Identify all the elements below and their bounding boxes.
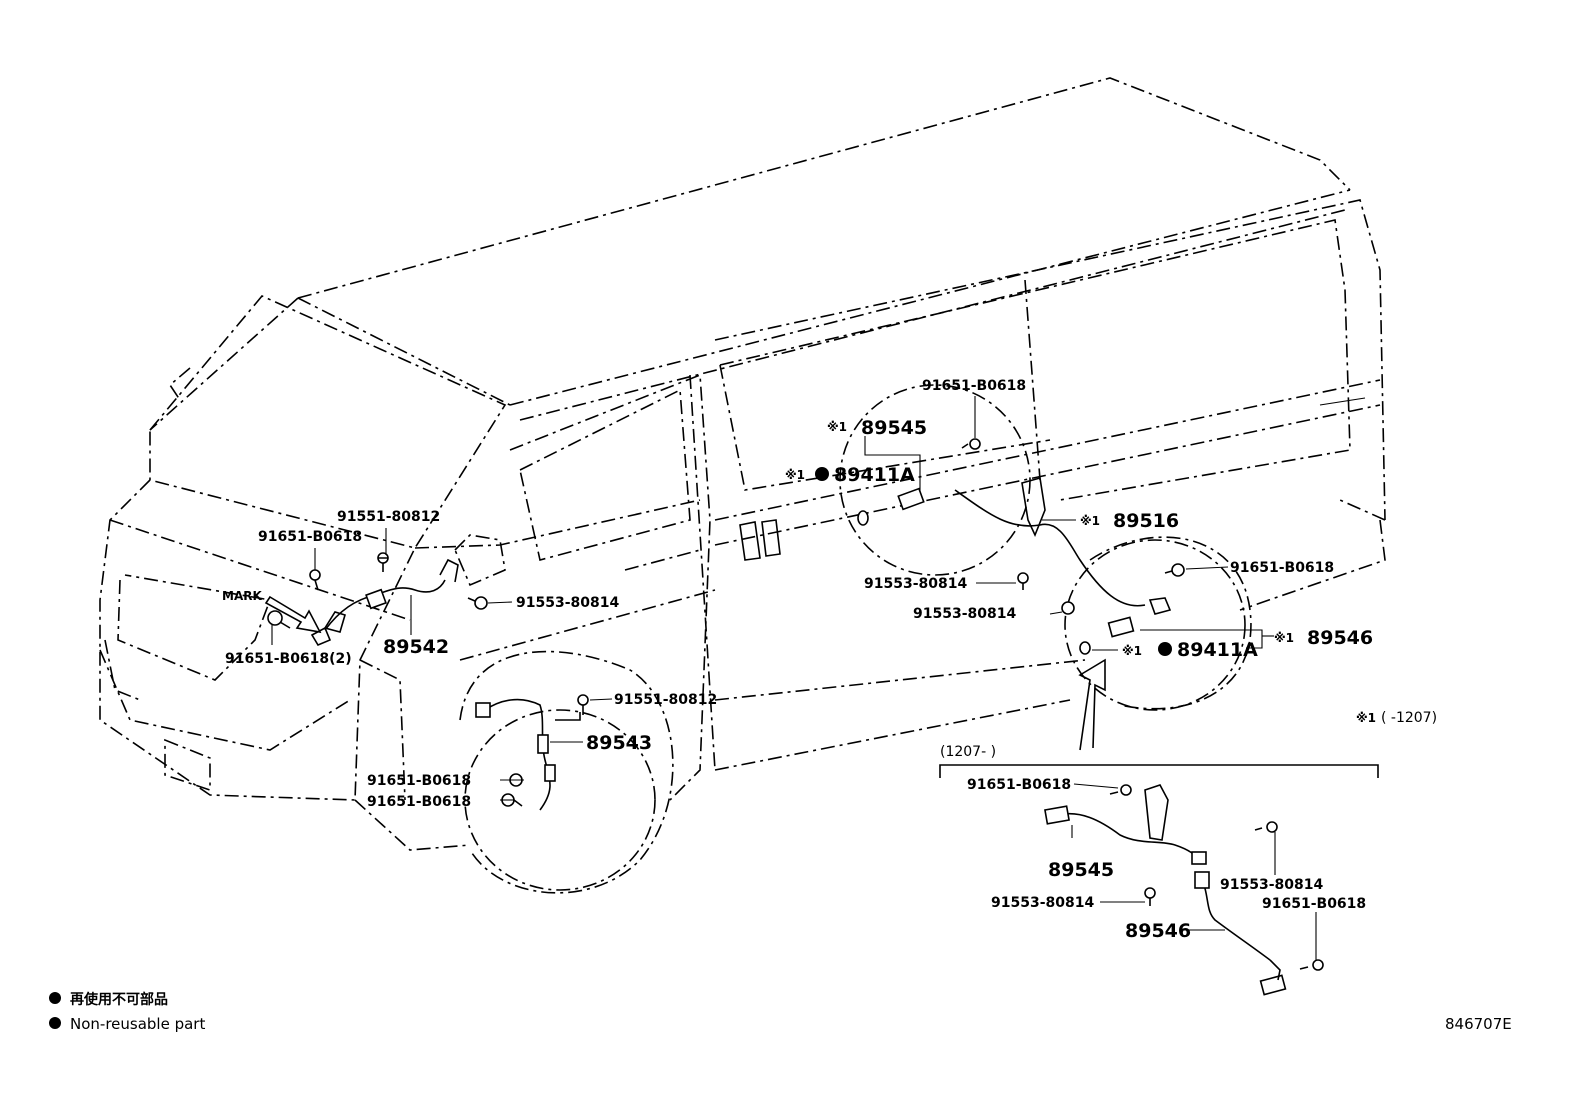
- label-89546-top: 89546: [1307, 627, 1373, 649]
- label-91651-front-lower-a: 91651-B0618: [367, 773, 471, 789]
- front-clip-parts: [267, 552, 488, 629]
- inset-title: (1207- ): [940, 744, 996, 760]
- non-reusable-dot-right: [1158, 642, 1172, 656]
- label-mark: MARK: [222, 589, 262, 603]
- label-91651-rear-top: 91651-B0618: [922, 378, 1026, 394]
- label-91553-rear-a: 91553-80814: [864, 576, 967, 592]
- label-91651-front-2: 91651-B0618(2): [225, 651, 352, 667]
- footnote-mark: ※1: [1356, 711, 1376, 725]
- label-inset-89546: 89546: [1125, 920, 1191, 942]
- part-labels: 91651-B0618 91551-80812 MARK 91553-80814…: [222, 378, 1437, 942]
- van-body-outline: [99, 77, 1386, 851]
- rear-callout-arrow: [1078, 658, 1106, 751]
- label-inset-91553-right: 91553-80814: [1220, 877, 1323, 893]
- note-mark-89411A-right: ※1: [1122, 644, 1142, 658]
- non-reusable-dot-left: [815, 467, 829, 481]
- legend-dot-english: [49, 1017, 61, 1029]
- leader-lines: [271, 396, 1317, 960]
- label-inset-91651-right: 91651-B0618: [1262, 896, 1366, 912]
- front-right-sensor-harness: [310, 558, 459, 647]
- legend: 再使用不可部品 Non-reusable part: [49, 991, 205, 1033]
- rear-sensor-harness: [857, 438, 1185, 655]
- label-91651-front-upper: 91651-B0618: [258, 529, 362, 545]
- label-91553-front: 91553-80814: [516, 595, 619, 611]
- inset-harness: [1044, 784, 1324, 996]
- label-inset-91553-left: 91553-80814: [991, 895, 1094, 911]
- inset-bracket: [939, 764, 1379, 778]
- footnote-range: ( -1207): [1381, 710, 1437, 726]
- legend-japanese: 再使用不可部品: [70, 991, 168, 1008]
- label-91651-rear-right: 91651-B0618: [1230, 560, 1334, 576]
- label-89545-top: 89545: [861, 417, 927, 439]
- label-89411A-left: 89411A: [834, 464, 915, 486]
- front-left-sensor-harness: [475, 694, 589, 811]
- label-inset-91651-top: 91651-B0618: [967, 777, 1071, 793]
- diagram-code: 846707E: [1445, 1015, 1512, 1033]
- label-91551-front-upper: 91551-80812: [337, 509, 440, 525]
- legend-english: Non-reusable part: [70, 1015, 205, 1033]
- rear-wheel: [1064, 536, 1252, 711]
- note-mark-89545: ※1: [827, 420, 847, 434]
- label-inset-89545: 89545: [1048, 859, 1114, 881]
- label-89543: 89543: [586, 732, 652, 754]
- label-91553-rear-b: 91553-80814: [913, 606, 1016, 622]
- note-mark-89516: ※1: [1080, 514, 1100, 528]
- label-91651-front-lower-b: 91651-B0618: [367, 794, 471, 810]
- front-wheel: [459, 650, 674, 894]
- label-89516: 89516: [1113, 510, 1179, 532]
- label-91551-front-lower: 91551-80812: [614, 692, 717, 708]
- note-mark-89546: ※1: [1274, 631, 1294, 645]
- mark-arrow: [264, 595, 322, 634]
- legend-dot-japanese: [49, 992, 61, 1004]
- label-89542: 89542: [383, 636, 449, 658]
- note-mark-89411A-left: ※1: [785, 468, 805, 482]
- label-89411A-right: 89411A: [1177, 639, 1258, 661]
